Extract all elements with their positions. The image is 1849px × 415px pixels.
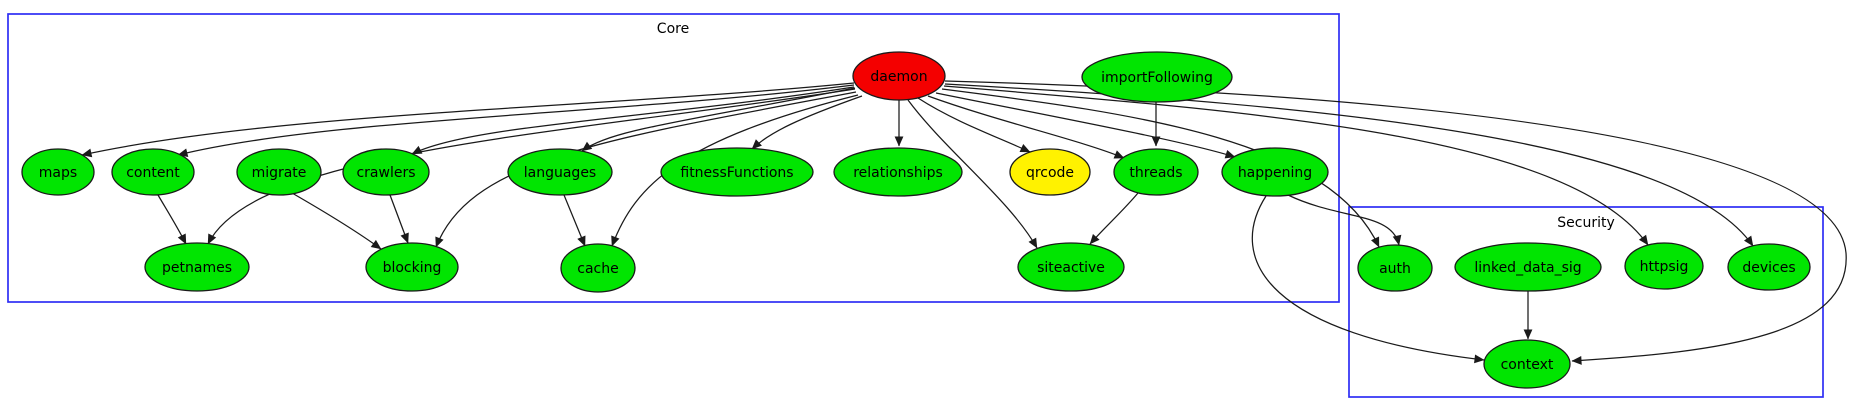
node-languages-label: languages: [524, 165, 596, 181]
node-auth: auth: [1357, 244, 1433, 292]
edge-happening-auth: [1287, 194, 1402, 246]
node-daemon-label: daemon: [870, 69, 927, 85]
node-happening-label: happening: [1238, 165, 1312, 181]
node-devices-shape: [1727, 243, 1811, 291]
edge-content-petnames: [157, 194, 187, 245]
node-migrate-label: migrate: [252, 165, 307, 181]
edge-crawlers-blocking: [389, 194, 409, 244]
edge-languages-cache: [563, 194, 586, 247]
node-siteactive: siteactive: [1017, 242, 1125, 292]
node-importFollowing-shape: [1081, 51, 1233, 103]
node-languages: languages: [507, 148, 613, 196]
node-linked_data_sig-shape: [1454, 242, 1602, 292]
cluster-security: Security: [1348, 206, 1824, 398]
node-migrate: migrate: [236, 148, 322, 196]
node-cache-label: cache: [577, 261, 618, 277]
node-fitnessFunctions-shape: [660, 147, 814, 197]
node-siteactive-label: siteactive: [1037, 260, 1105, 276]
node-devices-label: devices: [1742, 260, 1795, 276]
node-threads-shape: [1113, 148, 1199, 196]
edge-happening-context: [1251, 195, 1485, 364]
node-petnames: petnames: [144, 242, 250, 292]
edge-daemon-maps: [81, 82, 855, 158]
node-blocking: blocking: [365, 242, 459, 292]
node-importFollowing-label: importFollowing: [1101, 70, 1213, 86]
node-context: context: [1483, 339, 1571, 389]
edge-threads-siteactive: [1089, 192, 1139, 245]
edge-daemon-auth: [941, 88, 1380, 248]
node-qrcode: qrcode: [1009, 148, 1091, 196]
cluster-core-border: [7, 13, 1340, 303]
edge-daemon-languages: [581, 87, 856, 152]
node-httpsig: httpsig: [1624, 242, 1704, 290]
node-petnames-label: petnames: [162, 260, 232, 276]
node-httpsig-shape: [1624, 242, 1704, 290]
node-petnames-shape: [144, 242, 250, 292]
node-crawlers-shape: [342, 148, 430, 196]
node-relationships-shape: [833, 147, 963, 197]
edge-daemon-petnames: [207, 88, 856, 245]
node-cache: cache: [560, 243, 636, 293]
node-migrate-shape: [236, 148, 322, 196]
node-linked_data_sig-label: linked_data_sig: [1474, 260, 1581, 276]
edge-daemon-context: [944, 80, 1847, 365]
node-crawlers: crawlers: [342, 148, 430, 196]
node-maps-shape: [21, 148, 95, 196]
node-context-shape: [1483, 339, 1571, 389]
cluster-core-label: Core: [657, 21, 689, 37]
cluster-core: Core: [7, 13, 1340, 303]
node-auth-label: auth: [1379, 261, 1411, 277]
node-maps: maps: [21, 148, 95, 196]
edge-daemon-happening: [935, 92, 1236, 159]
node-relationships-label: relationships: [853, 165, 943, 181]
node-cache-shape: [560, 243, 636, 293]
node-siteactive-shape: [1017, 242, 1125, 292]
edge-daemon-siteactive: [907, 99, 1038, 249]
node-httpsig-label: httpsig: [1640, 259, 1689, 275]
edge-daemon-qrcode: [917, 97, 1031, 153]
node-content: content: [111, 148, 195, 196]
node-auth-shape: [1357, 244, 1433, 292]
edge-daemon-content: [177, 84, 855, 158]
edge-daemon-httpsig: [943, 85, 1649, 246]
node-qrcode-shape: [1009, 148, 1091, 196]
node-linked_data_sig: linked_data_sig: [1454, 242, 1602, 292]
node-happening-shape: [1221, 147, 1329, 197]
node-crawlers-label: crawlers: [356, 165, 415, 181]
node-daemon: daemon: [852, 51, 946, 101]
node-qrcode-label: qrcode: [1026, 165, 1074, 181]
node-threads: threads: [1113, 148, 1199, 196]
node-maps-label: maps: [39, 165, 77, 181]
node-blocking-shape: [365, 242, 459, 292]
edge-migrate-blocking: [291, 192, 382, 250]
cluster-security-label: Security: [1557, 215, 1615, 231]
cluster-security-border: [1348, 206, 1824, 398]
node-languages-shape: [507, 148, 613, 196]
node-importFollowing: importFollowing: [1081, 51, 1233, 103]
node-daemon-shape: [852, 51, 946, 101]
node-fitnessFunctions: fitnessFunctions: [660, 147, 814, 197]
node-happening: happening: [1221, 147, 1329, 197]
edge-daemon-threads: [927, 95, 1125, 159]
node-context-label: context: [1501, 357, 1554, 373]
edge-daemon-crawlers: [411, 86, 855, 155]
node-relationships: relationships: [833, 147, 963, 197]
node-devices: devices: [1727, 243, 1811, 291]
node-threads-label: threads: [1129, 165, 1182, 181]
edge-daemon-fitnessFunctions: [751, 95, 863, 150]
node-content-shape: [111, 148, 195, 196]
node-blocking-label: blocking: [383, 260, 442, 276]
node-fitnessFunctions-label: fitnessFunctions: [680, 165, 793, 181]
node-content-label: content: [126, 165, 180, 181]
